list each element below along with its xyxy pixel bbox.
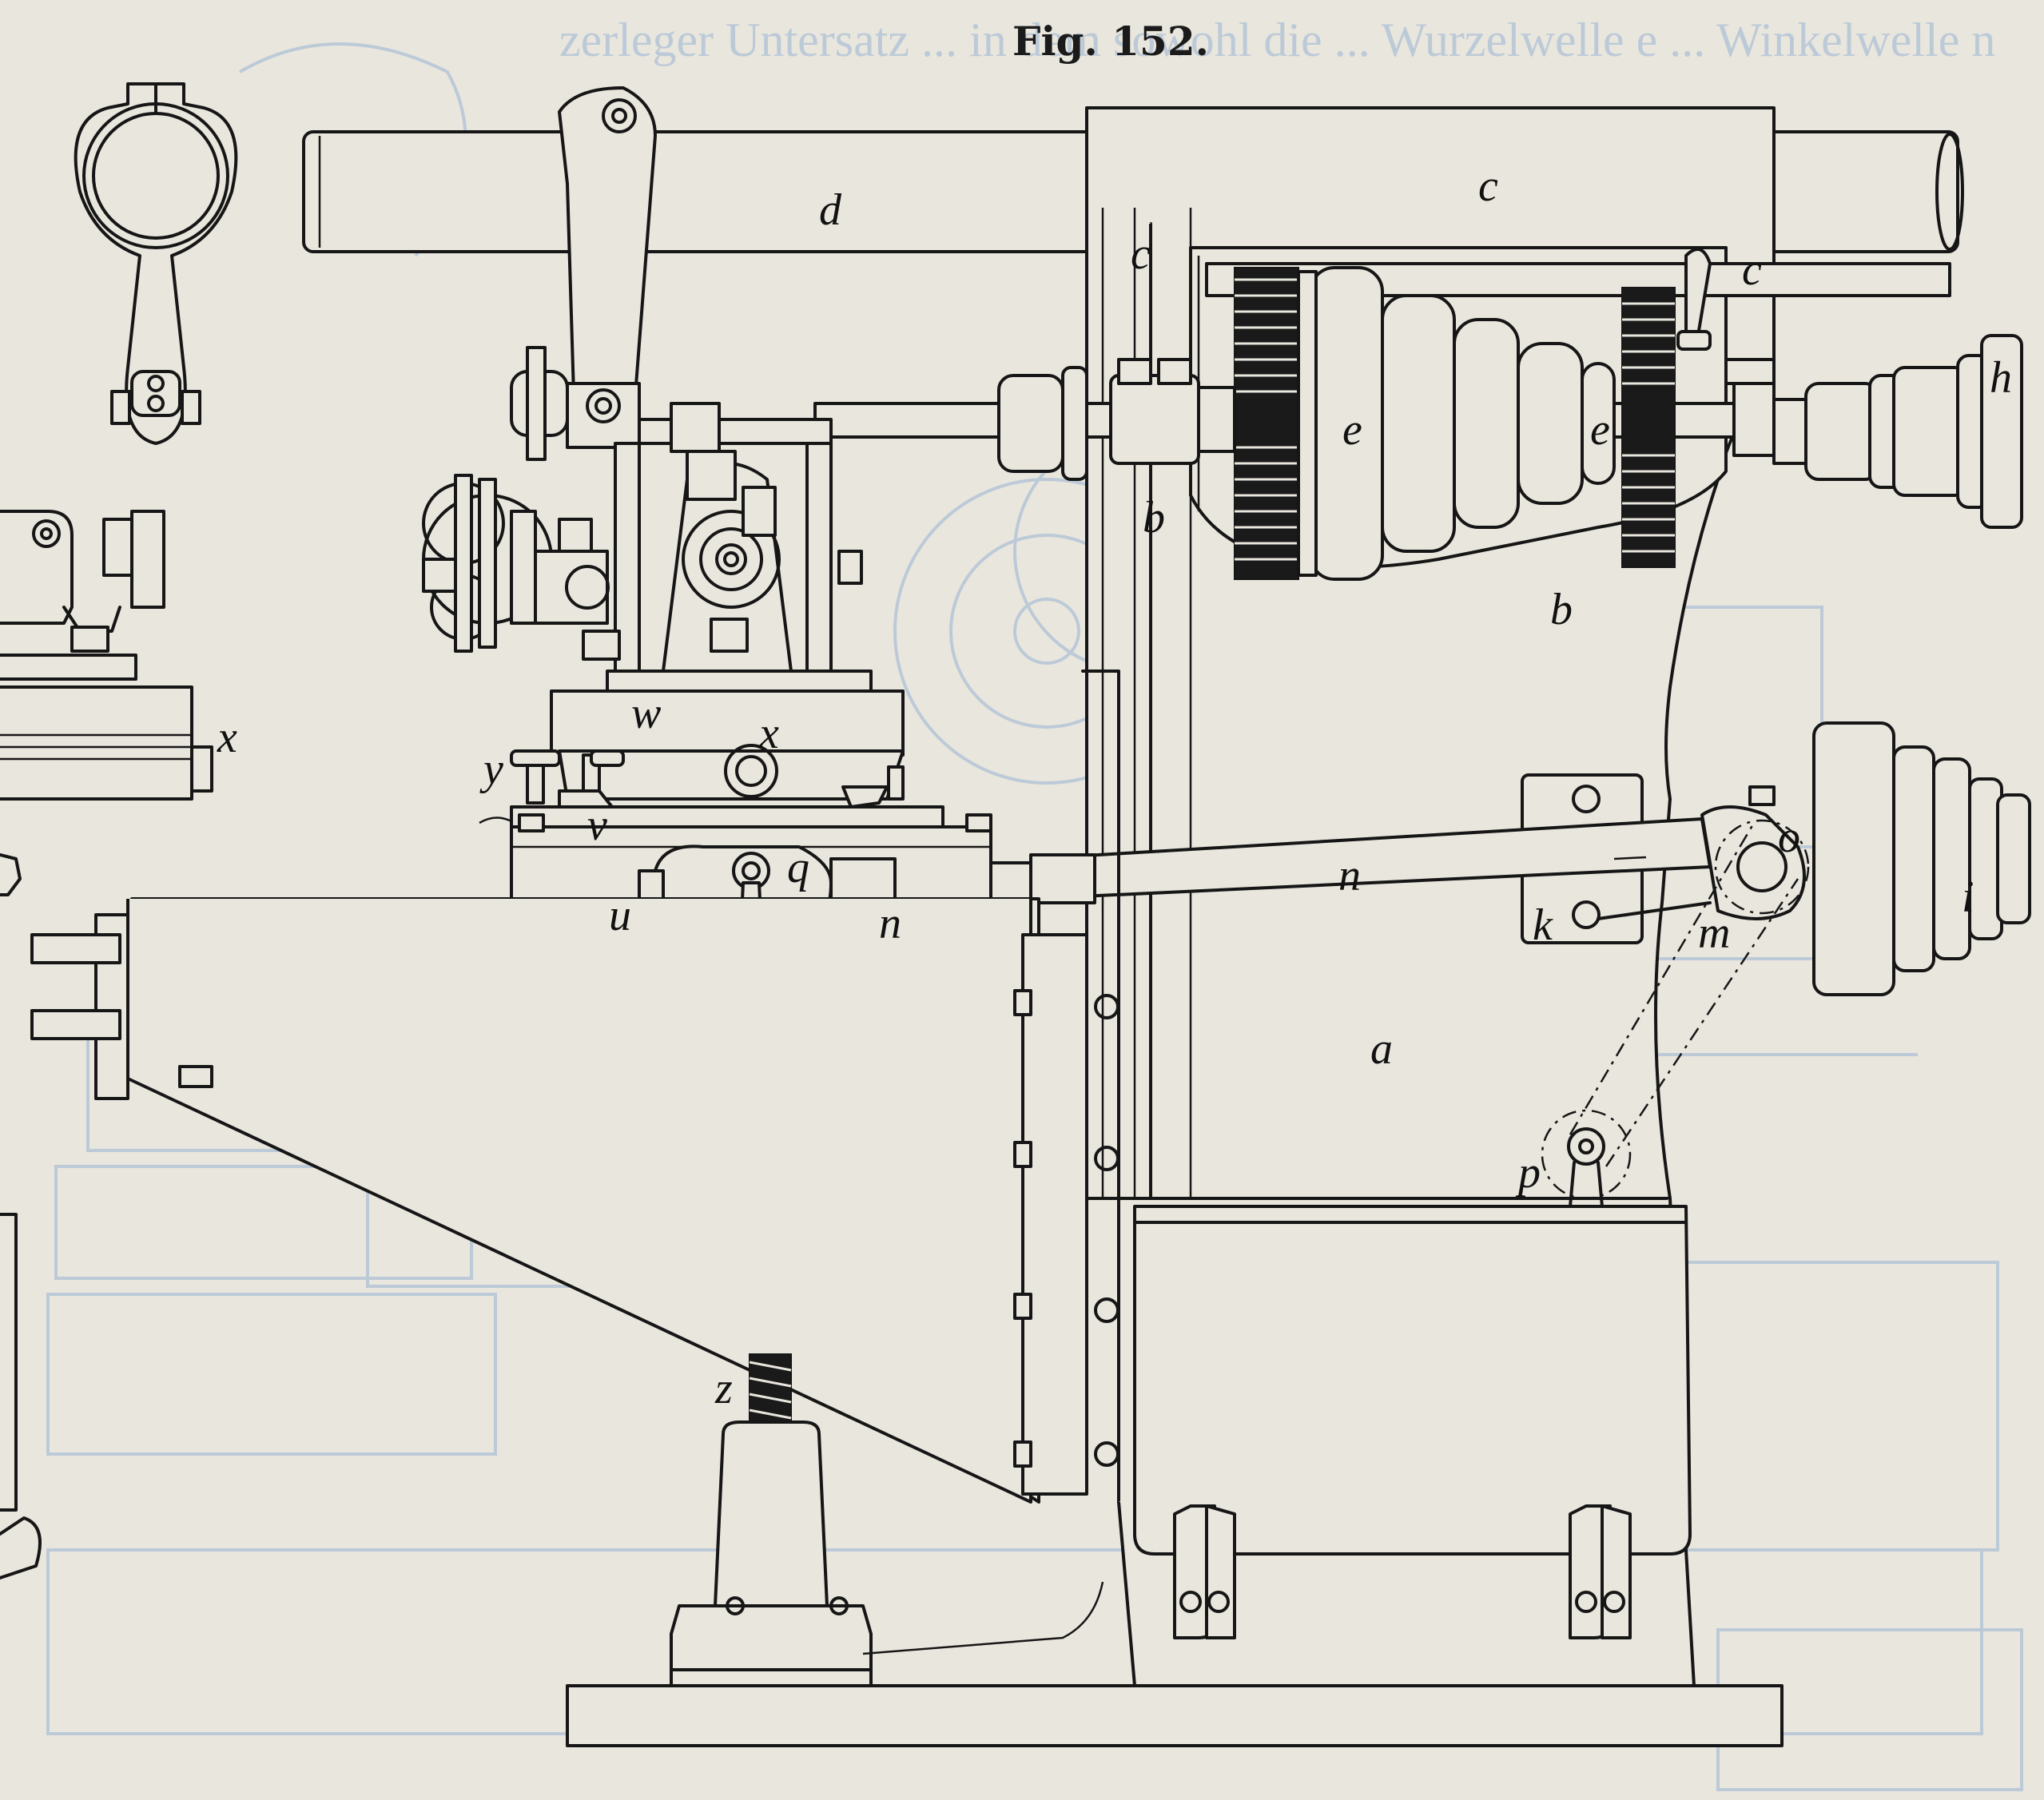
coolant-tank bbox=[1133, 1205, 1692, 1639]
cone-pulley-h bbox=[1772, 334, 2023, 529]
label-e-left: e bbox=[1342, 405, 1362, 455]
label-z: z bbox=[715, 1364, 733, 1413]
gear-teeth-left bbox=[1235, 278, 1298, 561]
label-n-carriage: n bbox=[879, 899, 901, 948]
label-u: u bbox=[609, 891, 631, 940]
gear-teeth-right bbox=[1622, 302, 1675, 553]
label-m: m bbox=[1698, 908, 1731, 958]
figure-caption: Fig. 152. bbox=[1012, 18, 1210, 65]
label-n-shaft: n bbox=[1338, 851, 1361, 900]
label-c-left: c bbox=[1131, 229, 1151, 279]
label-i: i bbox=[1962, 872, 1974, 922]
bleed-through-text: zerleger Untersatz ... in dem sowohl die… bbox=[559, 14, 1995, 66]
label-c-right: c bbox=[1742, 245, 1762, 295]
screw-jack-z bbox=[670, 1353, 1104, 1671]
label-c-top: c bbox=[1478, 161, 1498, 211]
label-x-left: x bbox=[217, 713, 237, 762]
label-b-lower: b bbox=[1550, 585, 1573, 634]
left-slide-detail bbox=[0, 510, 213, 1579]
label-w: w bbox=[631, 689, 662, 738]
label-e-right: e bbox=[1590, 405, 1610, 455]
label-b-upper: b bbox=[1143, 493, 1165, 542]
clamp-ring-detail bbox=[74, 82, 238, 445]
label-h: h bbox=[1990, 353, 2012, 403]
spindle-assembly bbox=[813, 248, 1951, 581]
label-a: a bbox=[1370, 1024, 1393, 1074]
label-o: o bbox=[1778, 813, 1800, 862]
label-x-center: x bbox=[759, 709, 779, 758]
label-q: q bbox=[787, 843, 809, 892]
label-d: d bbox=[819, 185, 841, 235]
label-y: y bbox=[483, 745, 503, 794]
label-p: p bbox=[1518, 1148, 1541, 1198]
cross-slide bbox=[422, 86, 992, 975]
label-k: k bbox=[1533, 900, 1553, 950]
bed bbox=[30, 670, 1120, 1504]
cone-pulley-i bbox=[1812, 721, 2031, 996]
label-v: v bbox=[587, 801, 607, 850]
